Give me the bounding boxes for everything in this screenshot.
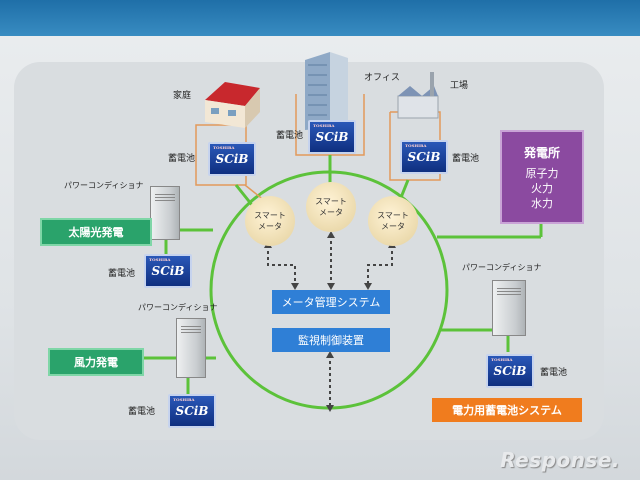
solar-battery-label: 蓄電池 [108,269,136,279]
office-label: オフィス [364,73,400,83]
monitoring-control-box: 監視制御装置 [272,328,390,352]
power-conditioner-icon [150,186,180,240]
office-building-icon [305,52,348,130]
solar-power-box: 太陽光発電 [40,218,152,246]
grid-storage-system-box: 電力用蓄電池システム [432,398,582,422]
smart-meter-office: スマート メータ [306,182,356,232]
factory-icon [397,72,439,119]
smart-meter-text-1: スマート [254,211,286,220]
power-plant-box: 発電所 原子力 火力 水力 [500,130,584,224]
storage-battery-label: 蓄電池 [540,368,568,378]
power-plant-title: 発電所 [523,145,560,160]
power-plant-thermal: 火力 [531,181,553,195]
home-label: 家庭 [173,91,192,101]
smart-meter-home: スマート メータ [245,196,295,246]
smart-meter-text-2: メータ [319,208,343,217]
solar-power-conditioner-label: パワーコンディショナ [64,181,144,190]
wind-power-conditioner-label: パワーコンディショナ [138,303,218,312]
smart-meter-text-1: スマート [315,197,347,206]
smart-meter-text-1: スマート [377,211,409,220]
power-conditioner-icon [492,280,526,336]
factory-label: 工場 [450,81,469,91]
home-frame [195,124,271,206]
smart-meter-text-2: メータ [381,222,405,231]
meter-management-system-box: メータ管理システム [272,290,390,314]
factory-battery-label: 蓄電池 [452,154,480,164]
wind-battery-label: 蓄電池 [128,407,156,417]
data-arrows [267,235,393,408]
watermark-logo: Response. [500,448,620,472]
office-battery-label: 蓄電池 [276,131,304,141]
smart-meter-factory: スマート メータ [368,196,418,246]
house-icon [205,82,260,128]
home-battery-label: 蓄電池 [168,154,196,164]
power-plant-nuclear: 原子力 [525,166,559,180]
wind-power-box: 風力発電 [48,348,144,376]
storage-power-conditioner-label: パワーコンディショナ [462,263,542,272]
header-band [0,0,640,40]
smart-meter-text-2: メータ [258,222,282,231]
power-plant-hydro: 水力 [531,196,553,210]
power-conditioner-icon [176,318,206,378]
